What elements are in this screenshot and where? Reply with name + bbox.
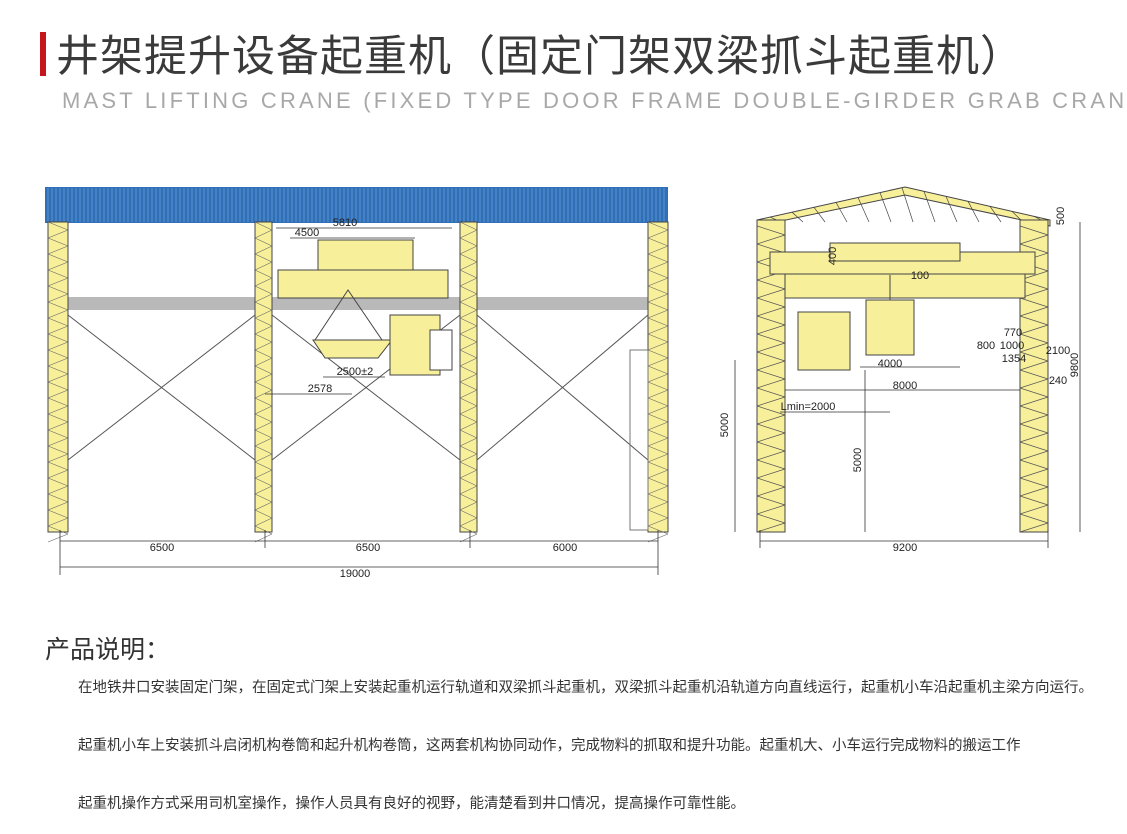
dim-1354: 1354 bbox=[1002, 353, 1026, 365]
section-heading: 产品说明： bbox=[45, 635, 171, 664]
dim-2500: 2500±2 bbox=[337, 366, 374, 378]
dim-500: 500 bbox=[1055, 207, 1067, 225]
lattice-column bbox=[47, 221, 69, 543]
end-elevation-drawing: 9200 4000 8000 Lmin=2000 770 800 1000 13… bbox=[719, 186, 1081, 554]
columns bbox=[47, 221, 669, 543]
lattice-column bbox=[647, 221, 669, 543]
cross-bracing bbox=[67, 314, 649, 461]
dim-800: 800 bbox=[977, 340, 995, 352]
end-dimension-lines bbox=[734, 222, 1081, 548]
dim-4500: 4500 bbox=[295, 227, 319, 239]
stair bbox=[629, 349, 649, 531]
dim-span-3: 6000 bbox=[553, 542, 577, 554]
lattice-column bbox=[459, 221, 478, 543]
dim-8000: 8000 bbox=[893, 380, 917, 392]
dim-5810: 5810 bbox=[333, 217, 357, 229]
description-paragraph: 起重机小车上安装抓斗启闭机构卷筒和起升机构卷筒，这两套机构协同动作，完成物料的抓… bbox=[78, 738, 1021, 754]
dim-4000: 4000 bbox=[878, 358, 902, 370]
side-elevation-drawing: 5810 4500 2500±2 2578 6500 6500 6000 190… bbox=[45, 187, 669, 580]
dimension-lines bbox=[59, 227, 659, 575]
dim-100: 100 bbox=[911, 270, 929, 282]
description-paragraph: 在地铁井口安装固定门架，在固定式门架上安装起重机运行轨道和双梁抓斗起重机，双梁抓… bbox=[78, 680, 1093, 696]
title-accent-bar bbox=[40, 32, 46, 76]
dim-400: 400 bbox=[827, 247, 839, 265]
dim-span-1: 6500 bbox=[150, 542, 174, 554]
dim-span-2: 6500 bbox=[356, 542, 380, 554]
dim-5000-hook: 5000 bbox=[852, 448, 864, 472]
crane-end bbox=[769, 242, 1036, 371]
dim-lmin: Lmin=2000 bbox=[781, 401, 836, 413]
dim-9200: 9200 bbox=[893, 542, 917, 554]
dim-2578: 2578 bbox=[308, 383, 332, 395]
page-title: 井架提升设备起重机（固定门架双梁抓斗起重机） bbox=[56, 32, 1024, 82]
dim-240: 240 bbox=[1049, 375, 1067, 387]
page-subtitle: MAST LIFTING CRANE (FIXED TYPE DOOR FRAM… bbox=[62, 88, 1127, 113]
dim-total-length: 19000 bbox=[340, 568, 371, 580]
dim-1000: 1000 bbox=[1000, 340, 1024, 352]
dim-2100: 2100 bbox=[1046, 345, 1070, 357]
crane-side bbox=[277, 239, 453, 376]
runway-beam bbox=[50, 297, 668, 310]
dim-5000-left: 5000 bbox=[719, 413, 731, 437]
description-paragraph: 起重机操作方式采用司机室操作，操作人员具有良好的视野，能清楚看到井口情况，提高操… bbox=[78, 796, 745, 812]
dim-9800: 9800 bbox=[1069, 353, 1081, 377]
lattice-column bbox=[254, 221, 273, 543]
dim-770: 770 bbox=[1004, 327, 1022, 339]
